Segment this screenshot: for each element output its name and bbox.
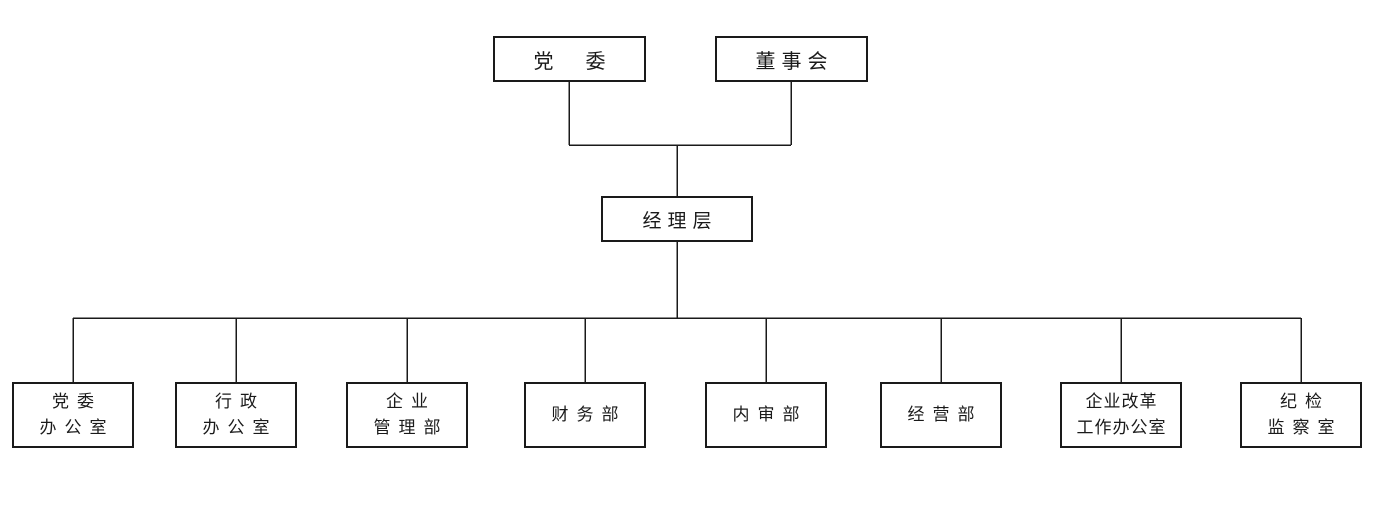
dept-label-line: 经营部 (907, 405, 983, 424)
dept-label-line: 党委 (52, 392, 102, 411)
node-party-committee: 党 委 (493, 36, 646, 82)
dept-label-line: 企业 (386, 392, 436, 411)
dept-internal-audit: 内审部 (705, 382, 827, 448)
node-management-level: 经理层 (601, 196, 753, 242)
dept-enterprise-reform-office: 企业改革 工作办公室 (1060, 382, 1182, 448)
dept-administrative-office: 行政 办公室 (175, 382, 297, 448)
dept-discipline-inspection: 纪检 监察室 (1240, 382, 1362, 448)
node-board-of-directors: 董事会 (715, 36, 868, 82)
dept-label-line: 行政 (215, 392, 265, 411)
dept-label-line: 工作办公室 (1076, 418, 1167, 437)
dept-label-line: 办公室 (39, 418, 115, 437)
dept-enterprise-management: 企业 管理部 (346, 382, 468, 448)
dept-operations: 经营部 (880, 382, 1002, 448)
dept-label-line: 监察室 (1267, 418, 1343, 437)
node-management-level-label: 经理层 (642, 210, 718, 232)
dept-label-line: 管理部 (373, 418, 449, 437)
dept-label-line: 内审部 (732, 405, 808, 424)
node-party-committee-label: 党 委 (533, 50, 612, 73)
dept-label-line: 企业改革 (1085, 392, 1158, 411)
node-board-of-directors-label: 董事会 (755, 50, 834, 73)
dept-party-committee-office: 党委 办公室 (12, 382, 134, 448)
dept-finance: 财务部 (524, 382, 646, 448)
dept-label-line: 办公室 (202, 418, 278, 437)
dept-label-line: 纪检 (1280, 392, 1330, 411)
dept-label-line: 财务部 (551, 405, 627, 424)
